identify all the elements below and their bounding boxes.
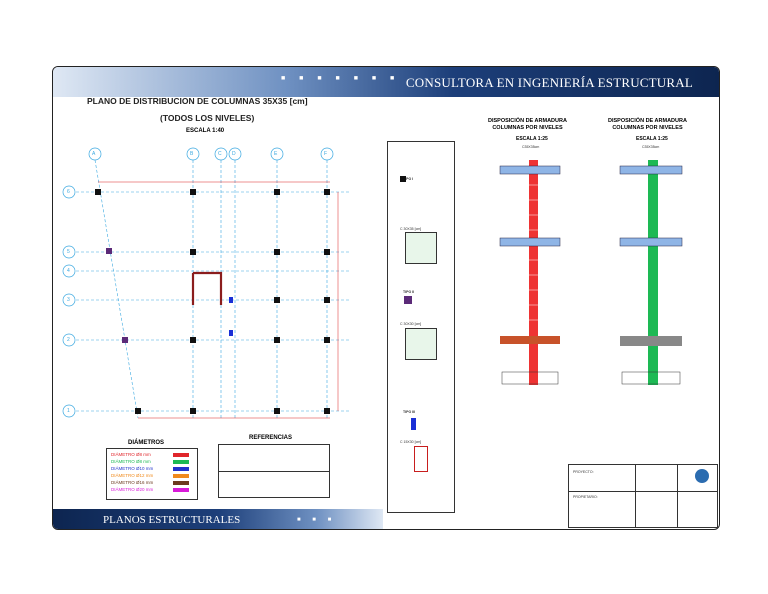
column-marker bbox=[324, 408, 330, 414]
diameter-swatch bbox=[173, 460, 189, 464]
column-marker-type2 bbox=[122, 337, 128, 343]
elevation-2-code: C35X35cm bbox=[642, 145, 660, 149]
diameter-label: DIÁMETRO Ø12 mm bbox=[111, 473, 154, 478]
diameters-legend: DIÁMETRO Ø8 mm DIÁMETRO Ø8 mm DIÁMETRO Ø… bbox=[106, 448, 198, 500]
diameter-label: DIÁMETRO Ø10 mm bbox=[111, 466, 154, 471]
column-marker bbox=[324, 337, 330, 343]
diameter-swatch bbox=[173, 488, 189, 492]
references-title: REFERENCIAS bbox=[249, 435, 293, 441]
axis-label-d: D bbox=[232, 151, 236, 157]
title-block-project-label: PROYECTO: bbox=[573, 470, 594, 474]
plan-scale: ESCALA 1:40 bbox=[186, 128, 225, 134]
axis-label-6: 6 bbox=[67, 189, 70, 195]
elevation-1-code: C35X35cm bbox=[522, 145, 540, 149]
column-marker bbox=[95, 189, 101, 195]
diameter-label: DIÁMETRO Ø8 mm bbox=[111, 459, 151, 464]
column-marker bbox=[324, 189, 330, 195]
footer-dots: ■ ■ ■ bbox=[297, 517, 337, 523]
plan-subtitle: (TODOS LOS NIVELES) bbox=[160, 113, 255, 123]
axis-label-4: 4 bbox=[67, 268, 70, 274]
diameters-title: DIÁMETROS bbox=[128, 440, 164, 446]
axis-label-f: F bbox=[324, 151, 328, 157]
plan-title: PLANO DE DISTRIBUCION DE COLUMNAS 35X35 … bbox=[87, 96, 308, 106]
section-c3-drawing bbox=[414, 446, 428, 472]
column-marker bbox=[190, 189, 196, 195]
section-c2-title: C 30X30 [cm] bbox=[400, 322, 422, 326]
column-marker bbox=[274, 337, 280, 343]
elevation-2-scale: ESCALA 1:25 bbox=[636, 136, 668, 142]
column-marker bbox=[274, 297, 280, 303]
diameter-swatch bbox=[173, 474, 189, 478]
sections-panel bbox=[387, 141, 455, 513]
column-marker bbox=[274, 249, 280, 255]
section-type-label: TIPO III bbox=[403, 410, 416, 414]
column-marker bbox=[324, 249, 330, 255]
axis-label-e: E bbox=[274, 151, 278, 157]
elevation-1-title: DISPOSICIÓN DE ARMADURA COLUMNAS POR NIV… bbox=[488, 118, 567, 131]
column-marker bbox=[190, 249, 196, 255]
section-type-swatch bbox=[411, 418, 416, 430]
diameter-swatch bbox=[173, 467, 189, 471]
axis-label-1: 1 bbox=[67, 408, 70, 414]
column-marker bbox=[190, 337, 196, 343]
column-marker-type2 bbox=[106, 248, 112, 254]
column-marker bbox=[274, 408, 280, 414]
axis-label-3: 3 bbox=[67, 297, 70, 303]
stair-wall bbox=[191, 271, 223, 305]
references-box bbox=[218, 444, 330, 498]
axis-label-b: B bbox=[190, 151, 194, 157]
grid-line-a bbox=[94, 159, 139, 419]
elevation-2-title: DISPOSICIÓN DE ARMADURA COLUMNAS POR NIV… bbox=[608, 118, 687, 131]
section-c1-drawing bbox=[405, 232, 437, 264]
column-marker bbox=[324, 297, 330, 303]
section-c1-title: C 30X35 [cm] bbox=[400, 227, 422, 231]
elevation-1 bbox=[499, 160, 561, 385]
diameter-label: DIÁMETRO Ø8 mm bbox=[111, 452, 151, 457]
elevation-2 bbox=[619, 160, 683, 385]
column-marker bbox=[274, 189, 280, 195]
section-type-swatch bbox=[400, 176, 406, 182]
diameter-swatch bbox=[173, 481, 189, 485]
section-c3-title: C 15X30 [cm] bbox=[400, 440, 422, 444]
section-type-label: TIPO I bbox=[403, 177, 414, 181]
elevation-1-scale: ESCALA 1:25 bbox=[516, 136, 548, 142]
company-name: CONSULTORA EN INGENIERÍA ESTRUCTURAL bbox=[405, 75, 693, 90]
column-marker bbox=[135, 408, 141, 414]
title-block bbox=[568, 464, 718, 528]
column-marker-type3 bbox=[229, 297, 233, 303]
axis-label-a: A bbox=[92, 151, 96, 157]
footer-label: PLANOS ESTRUCTURALES bbox=[103, 514, 241, 526]
diameter-label: DIÁMETRO Ø20 mm bbox=[111, 487, 154, 492]
column-marker-type3 bbox=[229, 330, 233, 336]
axis-label-c: C bbox=[218, 151, 222, 157]
axis-label-5: 5 bbox=[67, 249, 70, 255]
diameter-label: DIÁMETRO Ø16 mm bbox=[111, 480, 154, 485]
section-type-swatch bbox=[404, 296, 412, 304]
column-marker bbox=[190, 408, 196, 414]
title-block-owner-label: PROPIETARIO: bbox=[573, 495, 598, 499]
section-type-label: TIPO II bbox=[403, 290, 415, 294]
section-c2-drawing bbox=[405, 328, 437, 360]
header-bar: ■ ■ ■ ■ ■ ■ ■ CONSULTORA EN INGENIERÍA E… bbox=[53, 67, 719, 97]
header-dots: ■ ■ ■ ■ ■ ■ ■ bbox=[281, 75, 401, 82]
company-logo bbox=[695, 469, 709, 483]
axis-label-2: 2 bbox=[67, 337, 70, 343]
footer-bar: PLANOS ESTRUCTURALES ■ ■ ■ bbox=[53, 509, 383, 529]
diameter-swatch bbox=[173, 453, 189, 457]
